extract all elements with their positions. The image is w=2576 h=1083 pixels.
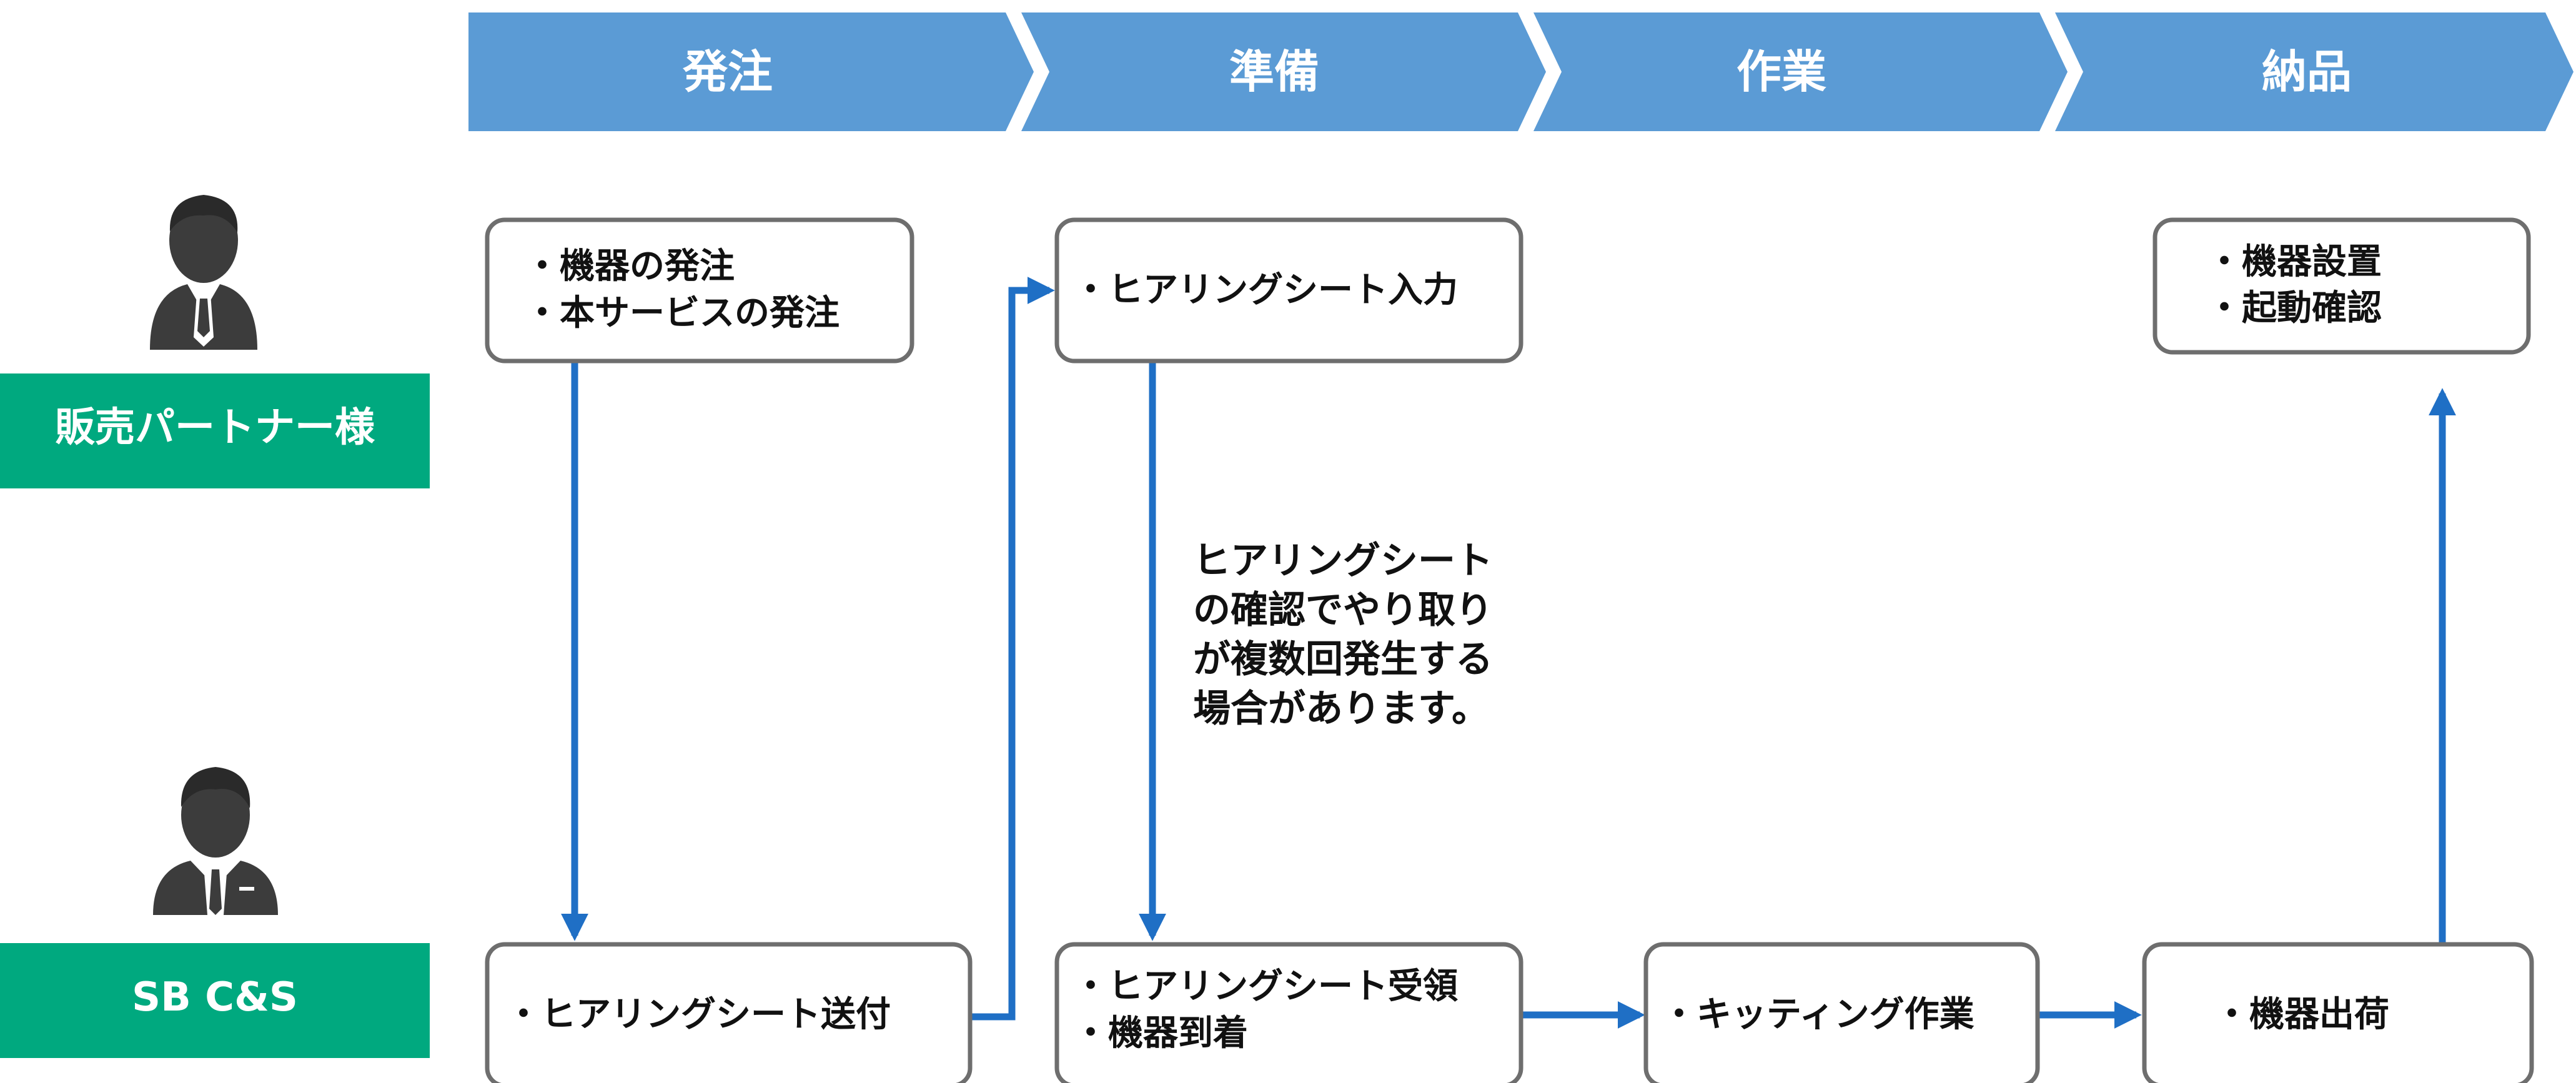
note-multiple-exchanges: ヒアリングシート の確認でやり取り が複数回発生する 場合があります。 — [1193, 539, 1493, 731]
box-hearing-receive-line-2: ・機器到着 — [1073, 1013, 1248, 1054]
phase-label-deliver: 納品 — [2262, 46, 2352, 98]
note-line-1: ヒアリングシート — [1193, 539, 1493, 583]
flow-arrows — [561, 277, 2456, 1029]
phase-label-prepare: 準備 — [1229, 46, 1319, 98]
role-badge-partner — [0, 373, 430, 488]
box-hearing-receive: ・ヒアリングシート受領 ・機器到着 — [1054, 942, 1523, 1083]
box-order-line-1: ・機器の発注 — [525, 246, 735, 287]
box-order-line-2: ・本サービスの発注 — [525, 293, 840, 334]
role-label-sbcs: SB C&S — [132, 974, 298, 1021]
business-person-suit-icon — [153, 767, 278, 915]
box-hearing-input: ・ヒアリングシート入力 — [1054, 217, 1523, 363]
phase-bar: 発注 準備 作業 納品 — [468, 12, 2574, 131]
phase-chevron-prepare — [1021, 12, 1546, 131]
box-install-line-2: ・起動確認 — [2207, 288, 2382, 329]
box-hearing-send-line-1: ・ヒアリングシート送付 — [506, 994, 891, 1035]
phase-label-work: 作業 — [1736, 46, 1826, 98]
box-hearing-input-line-1: ・ヒアリングシート入力 — [1073, 270, 1458, 310]
box-kitting: ・キッティング作業 — [1643, 942, 2040, 1083]
role-badge-sbcs — [0, 943, 430, 1058]
note-line-3: が複数回発生する — [1193, 638, 1493, 681]
box-shipping: ・機器出荷 — [2142, 942, 2534, 1083]
phase-chevron-order — [468, 12, 1034, 131]
box-install: ・機器設置 ・起動確認 — [2152, 217, 2531, 355]
box-hearing-send: ・ヒアリングシート送付 — [485, 942, 973, 1083]
box-order: ・機器の発注 ・本サービスの発注 — [485, 217, 914, 363]
note-line-4: 場合があります。 — [1193, 687, 1489, 731]
arrow-send-to-input — [970, 277, 1055, 1021]
phase-chevron-deliver — [2055, 12, 2574, 131]
note-line-2: の確認でやり取り — [1193, 588, 1493, 632]
box-install-line-1: ・機器設置 — [2207, 242, 2382, 282]
role-label-partner: 販売パートナー様 — [55, 405, 375, 451]
box-hearing-receive-line-1: ・ヒアリングシート受領 — [1073, 966, 1458, 1007]
box-kitting-line-1: ・キッティング作業 — [1662, 994, 1974, 1035]
phase-label-order: 発注 — [683, 46, 773, 98]
box-shipping-line-1: ・機器出荷 — [2214, 994, 2389, 1035]
phase-chevron-work — [1533, 12, 2068, 131]
business-person-icon — [150, 195, 257, 350]
